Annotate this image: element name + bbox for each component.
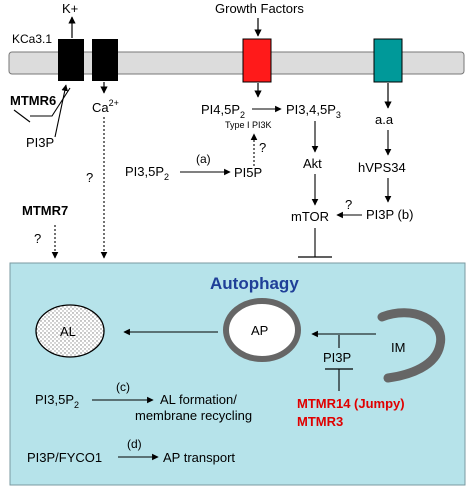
akt-label: Akt — [303, 156, 322, 171]
pi45p2-label: PI4,5P2 — [201, 102, 245, 120]
k-plus-label: K+ — [62, 1, 78, 16]
pi35p2-upper-label: PI3,5P2 — [125, 164, 169, 182]
mtmr3-label: MTMR3 — [297, 414, 343, 429]
growth-factor-receptor — [242, 38, 272, 83]
al-label: AL — [60, 324, 76, 339]
pi3p-fyco1-label: PI3P/FYCO1 — [27, 450, 102, 465]
pi3p-b-label: PI3P (b) — [366, 207, 413, 222]
al-formation-label: AL formation/ — [160, 392, 237, 407]
hvps34-label: hVPS34 — [358, 160, 406, 175]
plasma-membrane — [8, 51, 465, 75]
mtor-label: mTOR — [291, 209, 329, 224]
autolysosome-shape — [35, 304, 105, 358]
growth-factors-label: Growth Factors — [215, 1, 304, 16]
pip3-label: PI3,4,5P3 — [286, 102, 341, 120]
type1-pi3k-label: Type I PI3K — [225, 120, 272, 130]
mtor-question-label: ? — [345, 197, 352, 212]
mtmr6-inhibit-line — [30, 87, 71, 117]
ca-question-label: ? — [86, 170, 93, 185]
membrane-recycling-label: membrane recycling — [135, 408, 252, 423]
isolation-membrane-shape — [377, 308, 446, 383]
kca31-label: KCa3.1 — [12, 32, 52, 46]
step-a-label: (a) — [196, 152, 211, 166]
calcium-label: Ca2+ — [92, 98, 119, 115]
mtmr14-label: MTMR14 (Jumpy) — [297, 396, 405, 411]
mtmr7-question-label: ? — [34, 231, 41, 246]
kca31-channel-right — [92, 39, 118, 81]
pi3p-left-label: PI3P — [26, 135, 54, 150]
pi3p-to-channel-arrow — [54, 84, 68, 138]
pi35p2-lower-label: PI3,5P2 — [35, 392, 79, 410]
im-label: IM — [391, 340, 405, 355]
mtmr7-label: MTMR7 — [22, 203, 68, 218]
step-d-label: (d) — [127, 437, 142, 451]
amino-acid-transporter — [373, 38, 403, 83]
ap-label: AP — [251, 323, 268, 338]
kca31-channel-left — [58, 39, 84, 81]
mtmr6-label: MTMR6 — [10, 93, 56, 108]
step-c-label: (c) — [116, 380, 130, 394]
ap-transport-label: AP transport — [163, 450, 235, 465]
autophagosome-shape — [223, 298, 301, 362]
autophagy-title: Autophagy — [210, 274, 299, 293]
pi5p-label: PI5P — [234, 165, 262, 180]
mtmr6-inhibit-bar — [13, 109, 31, 123]
pi3p-autophagy-label: PI3P — [323, 350, 351, 365]
amino-acids-label: a.a — [375, 112, 394, 127]
pi5p-question-label: ? — [259, 140, 266, 155]
